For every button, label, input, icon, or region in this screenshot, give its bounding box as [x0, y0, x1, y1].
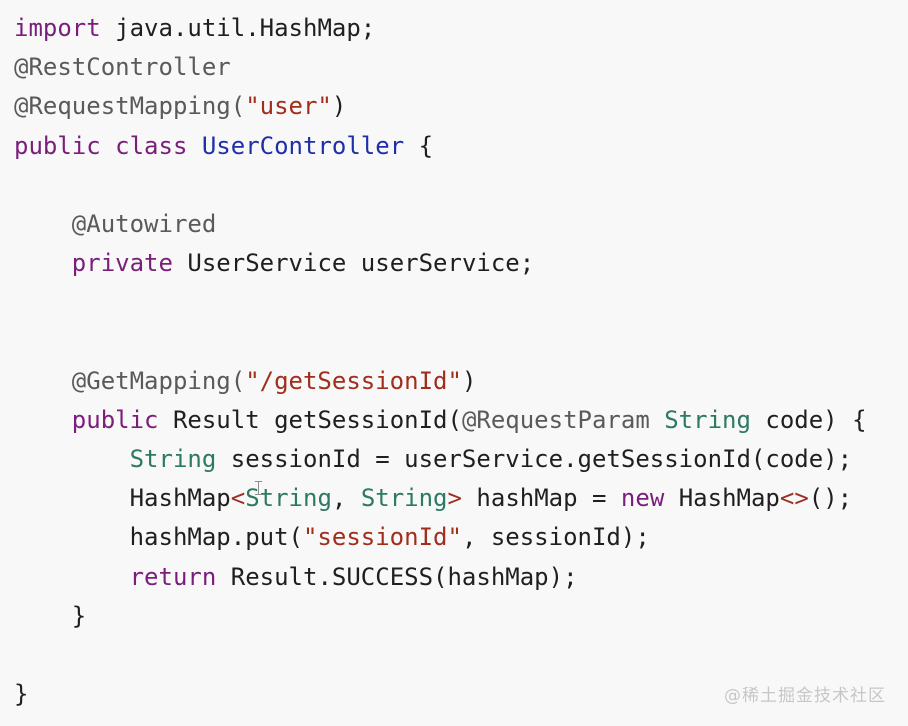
code-token: ): [331, 92, 347, 121]
code-token: >: [447, 484, 462, 513]
code-token: @RestController: [14, 53, 231, 82]
code-token: code) {: [750, 405, 867, 434]
code-token: hashMap.put(: [14, 523, 303, 552]
code-token: String: [129, 445, 217, 474]
code-line: [14, 636, 867, 675]
code-line: [14, 323, 867, 362]
code-token: String: [245, 484, 332, 513]
code-line: }: [14, 675, 867, 714]
code-token: @RequestMapping(: [14, 92, 246, 121]
code-token: new: [620, 484, 665, 513]
code-line: public Result getSessionId(@RequestParam…: [14, 401, 867, 440]
code-token: {: [404, 131, 434, 160]
code-token: "/getSessionId": [245, 366, 462, 395]
code-token: private: [71, 249, 173, 278]
code-line: hashMap.put("sessionId", sessionId);: [14, 518, 867, 557]
code-token: [14, 249, 72, 277]
watermark: @稀土掘金技术社区: [724, 686, 886, 706]
code-line: [14, 166, 867, 205]
code-token: public: [14, 131, 101, 160]
code-token: [14, 563, 130, 591]
code-token: UserService userService;: [172, 249, 535, 278]
code-line: @RestController: [14, 48, 867, 87]
code-token: <: [230, 484, 246, 513]
code-line: HashMap<String, String> hashMap = new Ha…: [14, 479, 867, 518]
code-token: ,: [331, 484, 361, 513]
code-line: return Result.SUCCESS(hashMap);: [14, 558, 867, 597]
code-token: String: [664, 405, 751, 434]
code-token: String: [360, 484, 448, 513]
code-line: @Autowired: [14, 205, 867, 244]
code-line: String sessionId = userService.getSessio…: [14, 440, 867, 479]
code-token: java.util.HashMap;: [100, 14, 376, 42]
code-token: , sessionId);: [461, 523, 650, 552]
code-token: sessionId = userService.getSessionId(cod…: [216, 445, 853, 474]
code-token: HashMap: [664, 484, 780, 513]
code-body[interactable]: import java.util.HashMap; @RestController…: [14, 9, 867, 714]
text-cursor-icon: [255, 481, 263, 495]
code-token: UserController: [201, 131, 405, 160]
code-token: [650, 406, 664, 434]
code-token: return: [129, 562, 217, 591]
code-token: HashMap: [14, 484, 231, 513]
code-token: Result getSessionId(: [158, 405, 462, 434]
code-line: public class UserController {: [14, 127, 867, 166]
code-line: @RequestMapping("user"): [14, 87, 867, 126]
code-token: [14, 210, 72, 238]
code-token: [101, 132, 115, 160]
code-token: public: [71, 405, 159, 434]
code-token: ();: [808, 484, 853, 513]
code-token: import: [14, 14, 101, 42]
code-line: import java.util.HashMap;: [14, 9, 867, 48]
code-token: }: [14, 601, 87, 630]
code-token: <>: [779, 484, 809, 513]
code-line: [14, 283, 867, 322]
code-token: }: [14, 680, 29, 709]
code-token: ): [461, 366, 477, 395]
code-token: hashMap =: [461, 484, 621, 513]
code-token: [14, 367, 72, 395]
code-token: class: [115, 131, 188, 160]
code-line: private UserService userService;: [14, 244, 867, 283]
code-token: @GetMapping(: [71, 366, 246, 395]
code-token: Result.SUCCESS(hashMap);: [216, 562, 578, 591]
code-token: [187, 132, 201, 160]
code-line: }: [14, 597, 867, 636]
code-token: "sessionId": [302, 523, 462, 552]
code-token: "user": [245, 92, 332, 121]
code-line: @GetMapping("/getSessionId"): [14, 362, 867, 401]
code-token: @RequestParam: [461, 405, 650, 434]
code-token: [14, 406, 72, 434]
code-token: [14, 445, 130, 473]
code-token: @Autowired: [71, 209, 217, 238]
